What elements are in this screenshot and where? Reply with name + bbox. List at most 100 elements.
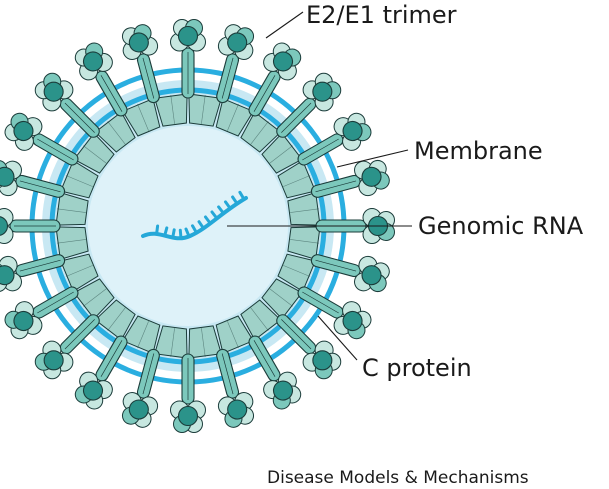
capsid-subunit-ridge bbox=[137, 103, 149, 131]
capsid-leader-line bbox=[317, 315, 358, 361]
trimer-stalk-groove bbox=[253, 75, 276, 112]
rna-base-tick bbox=[155, 224, 160, 236]
trimer-core-lobe bbox=[312, 350, 333, 371]
trimer-core-lobe bbox=[0, 216, 9, 236]
glycoprotein-spikes bbox=[0, 19, 395, 433]
membrane-leader-line bbox=[336, 149, 409, 168]
e2-e1-trimer bbox=[170, 353, 206, 433]
capsid-subunit-ridge bbox=[201, 328, 206, 357]
rna-base-tick bbox=[171, 228, 176, 240]
e2-e1-trimer bbox=[216, 24, 255, 104]
e2-e1-trimer bbox=[297, 286, 372, 340]
rna-base-tick bbox=[210, 210, 219, 220]
capsid-subunit-ridge bbox=[65, 265, 93, 277]
capsid-subunit-ridge bbox=[107, 307, 126, 331]
e2-e1-trimer bbox=[276, 72, 342, 138]
trimer-stalk-groove bbox=[64, 102, 95, 133]
trimer-core-lobe bbox=[0, 166, 15, 187]
trimer-leader-line bbox=[265, 11, 304, 39]
membrane-label: Membrane bbox=[414, 137, 543, 165]
trimer-stalk-groove bbox=[315, 180, 357, 193]
e2-e1-trimer bbox=[74, 42, 128, 117]
trimer-label: E2/E1 trimer bbox=[306, 1, 457, 29]
capsid-subunit-ridge bbox=[137, 321, 149, 349]
capsid-subunit-ridge bbox=[290, 239, 319, 244]
trimer-stalk-groove bbox=[221, 57, 234, 99]
trimer-stalk-groove bbox=[100, 75, 123, 112]
trimer-core-lobe bbox=[227, 399, 248, 420]
capsid-subunit-ridge bbox=[290, 208, 319, 213]
virion-particle bbox=[0, 19, 395, 433]
e2-e1-trimer bbox=[74, 335, 128, 410]
trimer-core-lobe bbox=[177, 405, 199, 427]
capsid-subunit-ridge bbox=[65, 175, 93, 187]
capsid-subunit-ridge bbox=[269, 145, 293, 164]
capsid-subunit-ridge bbox=[57, 239, 86, 244]
trimer-stalk-groove bbox=[221, 353, 234, 395]
capsid-subunit-ridge bbox=[269, 288, 293, 307]
e2-e1-trimer bbox=[34, 72, 100, 138]
trimer-core-lobe bbox=[0, 265, 15, 286]
trimer-core-lobe bbox=[13, 310, 34, 332]
trimer-stalk-groove bbox=[37, 138, 74, 161]
e2-e1-trimer bbox=[248, 42, 302, 117]
trimer-stalk-groove bbox=[19, 259, 61, 272]
trimer-core-lobe bbox=[227, 32, 248, 53]
trimer-core-lobe bbox=[43, 81, 64, 102]
e2-e1-trimer bbox=[4, 286, 79, 340]
trimer-core-lobe bbox=[342, 120, 363, 142]
trimer-core-lobe bbox=[312, 81, 333, 102]
genomic-rna-strand bbox=[141, 190, 248, 241]
e2-e1-trimer bbox=[34, 314, 100, 380]
capsid-subunit-ridge bbox=[83, 288, 107, 307]
rna-label: Genomic RNA bbox=[418, 212, 584, 240]
trimer-core-lobe bbox=[43, 350, 64, 371]
trimer-core-lobe bbox=[361, 166, 382, 187]
trimer-stalk-groove bbox=[142, 57, 155, 99]
trimer-core-lobe bbox=[272, 51, 294, 72]
capsid-subunit-ridge bbox=[250, 307, 269, 331]
e2-e1-trimer bbox=[310, 159, 390, 198]
capsid-subunit-ridge bbox=[170, 95, 175, 124]
capsid-subunit-ridge bbox=[283, 265, 311, 277]
trimer-core-lobe bbox=[342, 310, 363, 332]
e2-e1-trimer bbox=[248, 335, 302, 410]
rna-base-tick bbox=[231, 195, 239, 206]
e2-e1-trimer bbox=[121, 348, 160, 428]
e2-e1-trimer bbox=[4, 112, 79, 166]
trimer-stalk-groove bbox=[302, 291, 339, 314]
trimer-core-lobe bbox=[361, 265, 382, 286]
e2-e1-trimer bbox=[216, 348, 255, 428]
capsid-subunit-ridge bbox=[170, 328, 175, 357]
trimer-core-lobe bbox=[13, 120, 34, 142]
trimer-stalk-groove bbox=[281, 319, 312, 350]
rna-base-tick bbox=[163, 226, 169, 238]
rna-base-tick bbox=[197, 220, 205, 230]
rna-base-tick bbox=[204, 215, 212, 225]
trimer-stalk-groove bbox=[315, 259, 357, 272]
trimer-stalk-groove bbox=[302, 138, 339, 161]
trimer-stalk-groove bbox=[19, 180, 61, 193]
trimer-core-lobe bbox=[82, 51, 104, 72]
trimer-stalk-groove bbox=[142, 353, 155, 395]
capsid-subunit-ridge bbox=[201, 95, 206, 124]
trimer-core-lobe bbox=[177, 25, 199, 47]
capsid-subunit-ridge bbox=[227, 321, 239, 349]
e2-e1-trimer bbox=[310, 254, 390, 293]
capsid-subunit-ridge bbox=[83, 145, 107, 164]
rna-base-tick bbox=[191, 224, 198, 235]
e2-e1-trimer bbox=[0, 159, 66, 198]
capsid-shell bbox=[55, 93, 321, 359]
trimer-stalk-groove bbox=[253, 340, 276, 377]
trimer-stalk-groove bbox=[100, 340, 123, 377]
trimer-core-lobe bbox=[272, 380, 294, 401]
e2-e1-trimer bbox=[315, 208, 395, 244]
capsid-subunit-ridge bbox=[283, 175, 311, 187]
e2-e1-trimer bbox=[0, 208, 61, 244]
trimer-stalk-groove bbox=[281, 102, 312, 133]
e2-e1-trimer bbox=[297, 112, 372, 166]
trimer-core-lobe bbox=[82, 380, 104, 401]
trimer-stalk-groove bbox=[64, 319, 95, 350]
capsid-subunit-ridge bbox=[250, 121, 269, 145]
